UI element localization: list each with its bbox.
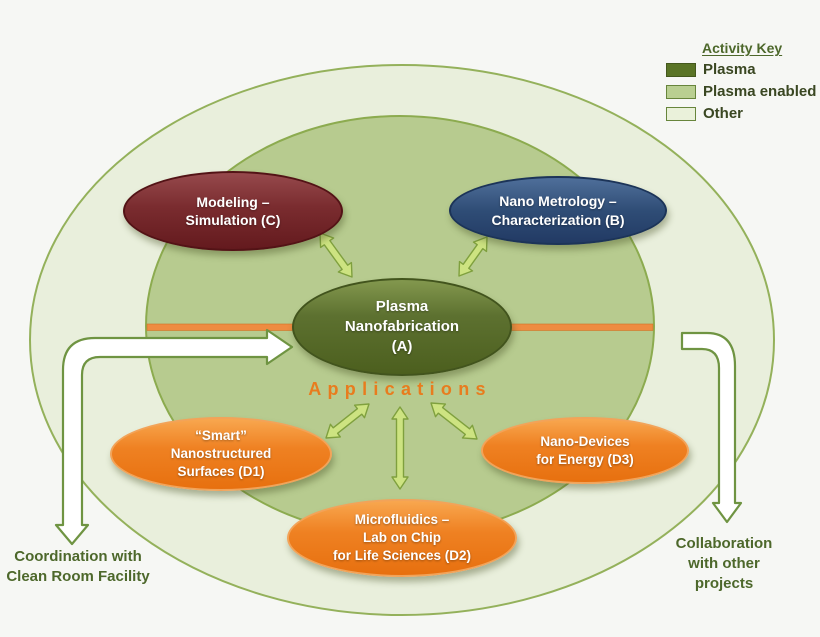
node-nano-metrology: Nano Metrology – Characterization (B) xyxy=(449,176,667,245)
node-plasma-nanofabrication-label: Plasma Nanofabrication (A) xyxy=(344,298,460,355)
node-nano-devices-label: Nano-Devices for Energy (D3) xyxy=(536,433,634,467)
node-modeling-simulation-label: Modeling – Simulation (C) xyxy=(185,193,281,228)
node-nano-metrology-label: Nano Metrology – Characterization (B) xyxy=(491,193,625,228)
other-swatch-icon xyxy=(666,106,696,121)
node-modeling-simulation: Modeling – Simulation (C) xyxy=(123,171,343,251)
legend-title: Activity Key xyxy=(702,40,783,56)
legend-item-other: Other xyxy=(666,106,820,121)
node-microfluidics-label: Microfluidics – Lab on Chip for Life Sci… xyxy=(332,512,472,563)
collaboration-arrow xyxy=(680,331,743,524)
legend-item-plasma: Plasma xyxy=(666,62,820,77)
node-plasma-nanofabrication: Plasma Nanofabrication (A) xyxy=(292,278,512,376)
connector-a-b xyxy=(458,236,488,277)
node-smart-surfaces: “Smart” Nanostructured Surfaces (D1) xyxy=(110,417,332,491)
legend-item-plasma-enabled-label: Plasma enabled xyxy=(703,83,817,100)
connector-a-d3 xyxy=(430,402,478,440)
node-microfluidics: Microfluidics – Lab on Chip for Life Sci… xyxy=(287,499,517,577)
plasma-enabled-swatch-icon xyxy=(666,84,696,99)
activity-key-legend: Activity Key Plasma Plasma enabled Other xyxy=(666,40,820,128)
legend-item-plasma-enabled: Plasma enabled xyxy=(666,84,820,99)
plasma-swatch-icon xyxy=(666,62,696,77)
applications-label: Applications xyxy=(308,379,492,399)
legend-item-other-label: Other xyxy=(703,105,744,122)
connector-a-d1 xyxy=(325,403,370,439)
coordination-caption: Coordination with Clean Room Facility xyxy=(6,548,150,585)
collaboration-caption: Collaboration with other projects xyxy=(675,535,773,592)
legend-item-plasma-label: Plasma xyxy=(703,61,756,78)
node-nano-devices: Nano-Devices for Energy (D3) xyxy=(481,417,689,484)
coordination-arrow xyxy=(54,328,294,546)
connector-a-c xyxy=(319,232,353,278)
node-smart-surfaces-label: “Smart” Nanostructured Surfaces (D1) xyxy=(170,428,272,479)
connector-a-d2 xyxy=(391,406,409,490)
